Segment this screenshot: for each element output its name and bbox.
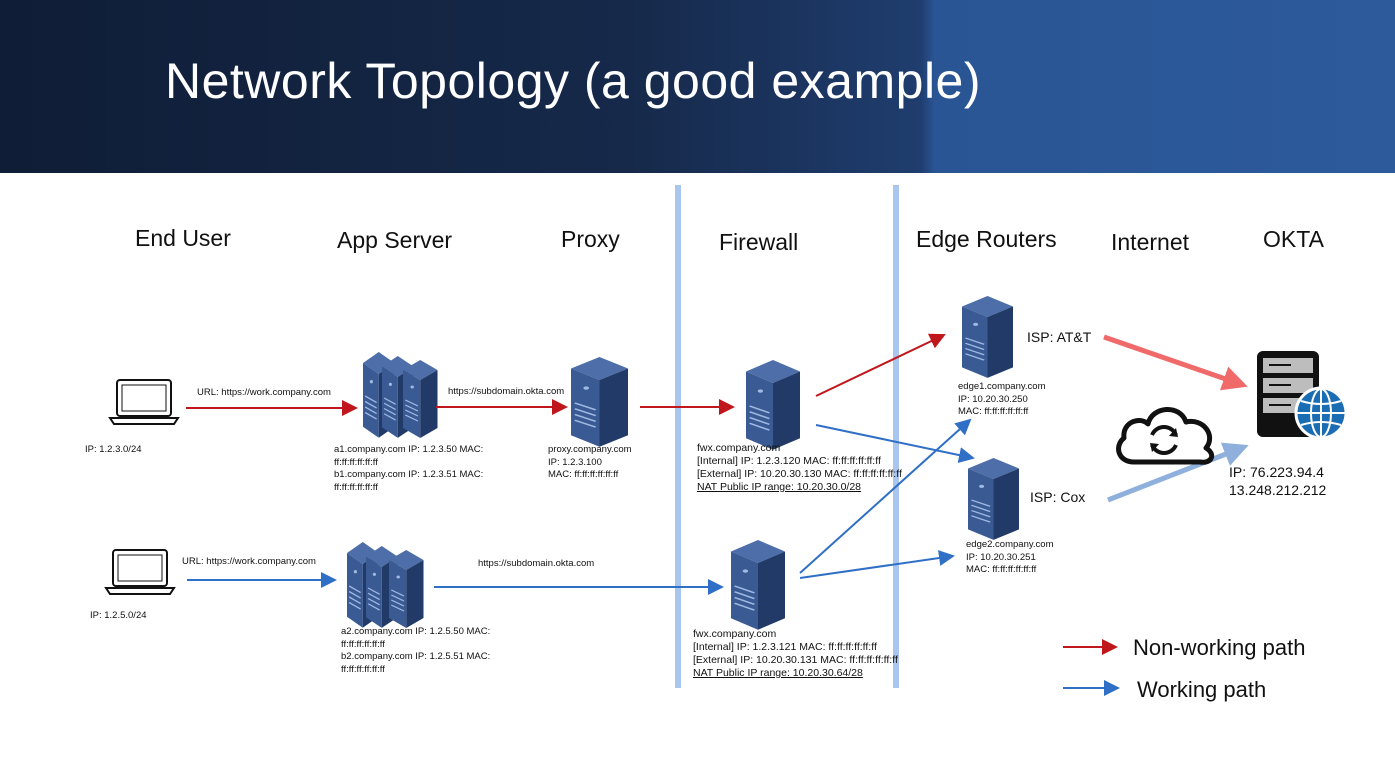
slide-header: Network Topology (a good example)	[0, 0, 1395, 173]
firewall1-info: fwx.company.com [Internal] IP: 1.2.3.120…	[697, 442, 902, 493]
column-firewall: Firewall	[719, 229, 799, 255]
firewall-top-server-icon	[744, 358, 802, 451]
user1-ip: IP: 1.2.3.0/24	[85, 444, 142, 455]
edge1-info: edge1.company.com IP: 10.20.30.250 MAC: …	[958, 381, 1046, 417]
app1-info: a1.company.com IP: 1.2.3.50 MAC: ff:ff:f…	[334, 444, 484, 493]
server-rack-icon	[346, 541, 425, 629]
att-to-okta-arrow	[1103, 334, 1248, 391]
server-rack-icon	[362, 351, 439, 439]
edge1-isp-label: ISP: AT&T	[1027, 329, 1092, 345]
user2-url-label: URL: https://work.company.com	[182, 556, 316, 567]
laptop-icon	[108, 379, 180, 425]
red-arrow-fw-edge1	[815, 333, 946, 397]
blue-arrow-fw2-edge2	[799, 550, 955, 579]
user2-ip: IP: 1.2.5.0/24	[90, 610, 147, 621]
edge2-server-icon	[966, 456, 1021, 541]
blue-arrow-fw2-edge1	[799, 418, 972, 574]
proxy-url-label: https://subdomain.okta.com	[448, 386, 565, 397]
firewall-bottom-server-icon	[729, 538, 787, 631]
column-internet: Internet	[1111, 229, 1189, 255]
legend-non-working: Non-working path	[1133, 635, 1306, 660]
edge1-server-icon	[960, 294, 1015, 379]
column-end-user: End User	[135, 225, 231, 251]
proxy-info: proxy.company.com IP: 1.2.3.100 MAC: ff:…	[548, 444, 632, 480]
firewall2-info: fwx.company.com [Internal] IP: 1.2.3.121…	[693, 628, 898, 679]
slide-title: Network Topology (a good example)	[165, 53, 982, 109]
legend-working: Working path	[1137, 677, 1267, 702]
app2-info: a2.company.com IP: 1.2.5.50 MAC: ff:ff:f…	[341, 626, 491, 675]
okta-server-globe-icon	[1257, 351, 1348, 440]
cox-to-okta-arrow	[1107, 442, 1249, 503]
column-edge-routers: Edge Routers	[916, 226, 1057, 252]
edge2-isp-label: ISP: Cox	[1030, 489, 1086, 505]
okta-ip-info: IP: 76.223.94.4 13.248.212.212	[1229, 464, 1327, 498]
column-proxy: Proxy	[561, 226, 620, 252]
edge2-info: edge2.company.com IP: 10.20.30.251 MAC: …	[966, 539, 1054, 575]
laptop-icon	[104, 549, 176, 595]
bottom-proxy-url-label: https://subdomain.okta.com	[478, 558, 595, 569]
column-app-server: App Server	[337, 227, 453, 253]
cloud-sync-icon	[1116, 407, 1215, 465]
proxy-server-icon	[569, 355, 630, 448]
column-okta: OKTA	[1263, 226, 1324, 252]
user1-url-label: URL: https://work.company.com	[197, 387, 331, 398]
blue-arrow-fw1-edge2	[815, 424, 975, 463]
